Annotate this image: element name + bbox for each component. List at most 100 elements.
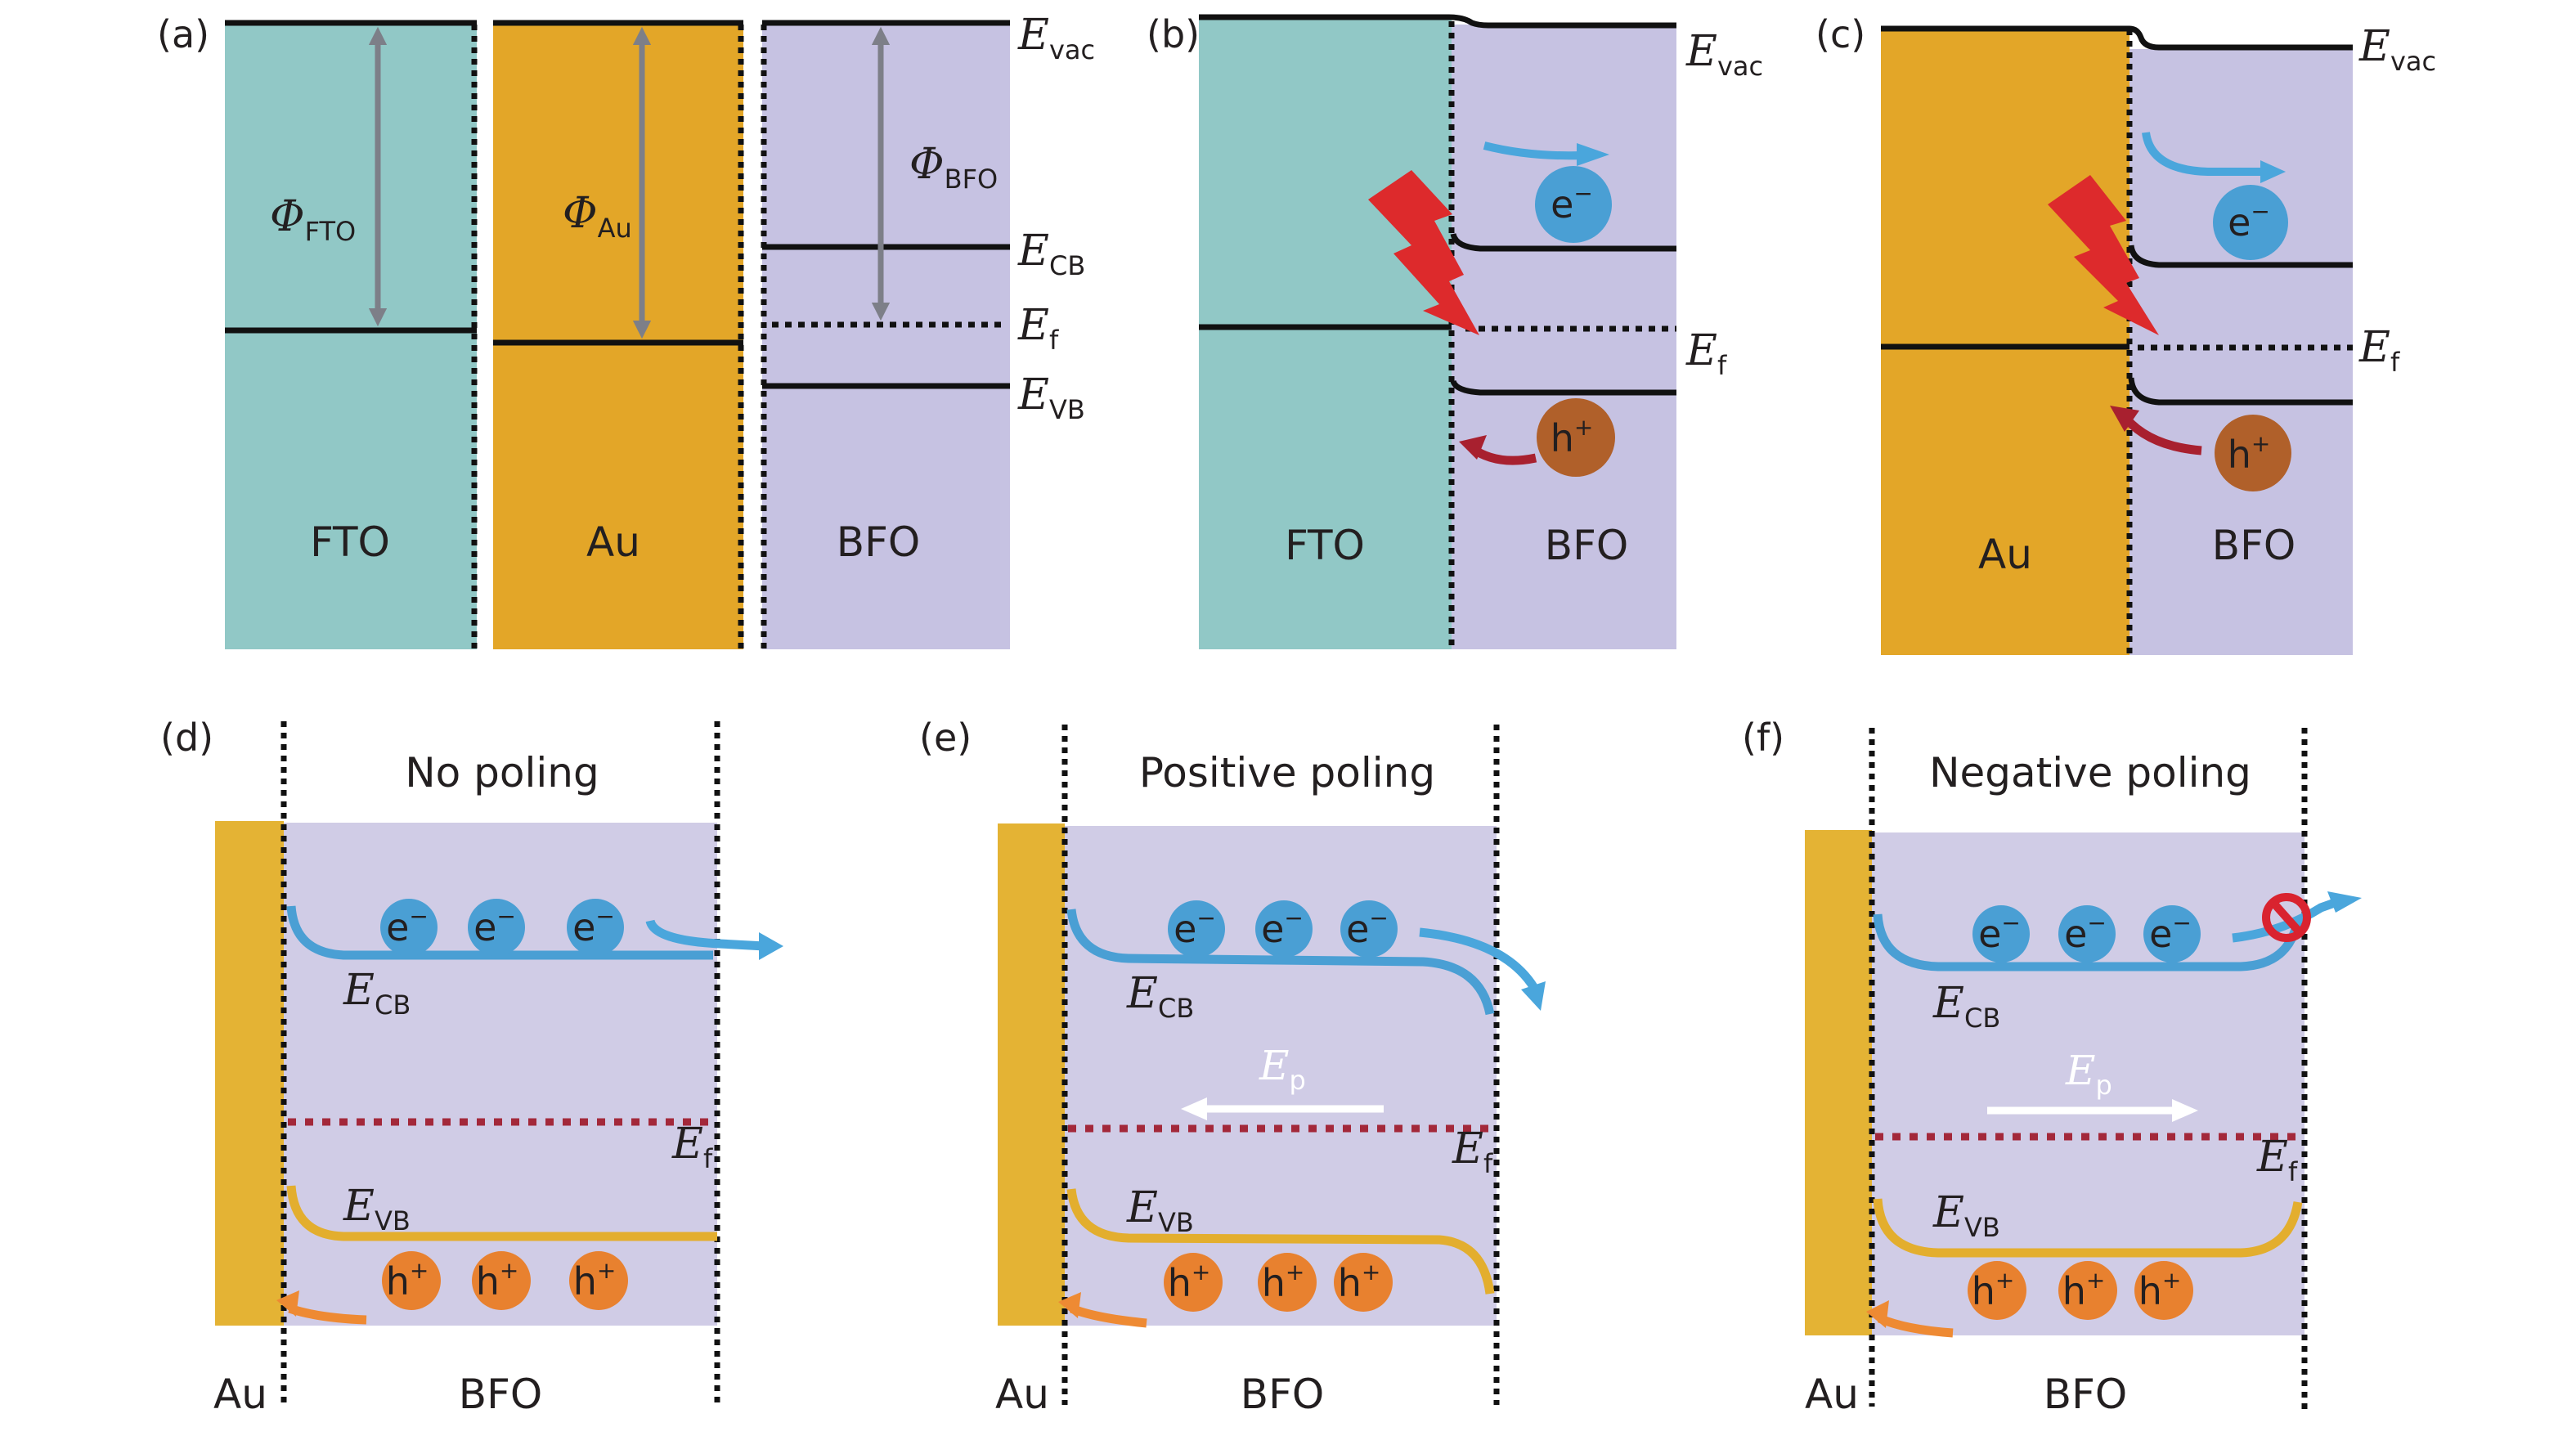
bfo-label: BFO (459, 1371, 542, 1418)
fto-block (1199, 16, 1452, 649)
hole-symbol: h+ (1168, 1259, 1211, 1305)
holes: h+ h+ h+ (1164, 1253, 1393, 1312)
level-label-f: Ef (2358, 323, 2400, 378)
electron-symbol: e− (572, 903, 615, 949)
bfo-block (2129, 49, 2353, 655)
panel-title: Negative poling (1929, 749, 2251, 797)
level-label-vb: EVB (343, 1182, 411, 1236)
polarization-field-label: Ep (2065, 1047, 2112, 1101)
electron (1168, 900, 1225, 958)
electron-exit-arrowhead (1521, 981, 1546, 1011)
hole-symbol: h+ (1551, 414, 1594, 460)
hole (472, 1251, 531, 1310)
lightning-icon (2048, 175, 2159, 335)
electron-exit-arrowhead (759, 932, 783, 960)
level-label-cb: ECB (343, 966, 411, 1021)
valence-band-curve (286, 1185, 717, 1241)
hole-symbol: h+ (1262, 1259, 1305, 1305)
panel-label: (b) (1147, 12, 1200, 56)
electron (1340, 900, 1398, 958)
level-label-f: Ef (1685, 326, 1727, 381)
electron-exit-arrow (1419, 927, 1538, 991)
au-electrode (215, 821, 284, 1326)
au-label: Au (1805, 1371, 1859, 1418)
panel-d: (d) No poling e− e− e− h+ h+ h+ ECB (160, 716, 783, 1418)
bfo-block (1452, 25, 1676, 649)
au-block (493, 21, 743, 649)
au-label: Au (1978, 531, 2032, 578)
panel-b: (b) e− h+ FTO BFO Evac Ef (1147, 12, 1763, 649)
fto-block (225, 21, 477, 649)
electron-exit-arrow (645, 919, 765, 951)
fto-label: FTO (1285, 522, 1365, 569)
electrons: e− e− e− (1168, 900, 1398, 958)
panel-a: (a) ΦFTO FTO ΦAu Au ΦBFO BFO Evac ECB Ef… (157, 11, 1095, 649)
electron-transfer-arrow (1483, 141, 1583, 160)
hole-symbol: h+ (2062, 1267, 2106, 1313)
au-label: Au (995, 1371, 1049, 1418)
au-electrode (1805, 830, 1872, 1335)
panel-label: (d) (160, 716, 213, 760)
electron-symbol: e− (1261, 904, 1304, 951)
bfo-label: BFO (837, 518, 920, 566)
valence-band-curve (1873, 1198, 2303, 1258)
hole-symbol: h+ (2228, 430, 2271, 477)
level-label-vac: Evac (2358, 22, 2436, 77)
hole (382, 1251, 441, 1310)
panel-title: No poling (405, 749, 599, 797)
electron (1255, 900, 1313, 958)
level-label-vb: EVB (1126, 1183, 1194, 1238)
electron-symbol: e− (386, 903, 429, 949)
hole (2134, 1261, 2193, 1320)
hole-symbol: h+ (476, 1257, 519, 1304)
polarization-field-arrowhead (2172, 1099, 2198, 1122)
fto-work-function-label: ΦFTO (270, 192, 356, 247)
level-label-f: Ef (2256, 1133, 2298, 1187)
level-label-vac: Evac (1685, 27, 1763, 82)
level-label-vb: EVB (1932, 1188, 2000, 1243)
conduction-band-curve (286, 905, 713, 960)
electron-transfer-arrowhead (1577, 143, 1609, 166)
au-block (1881, 28, 2129, 655)
panel-title: Positive poling (1139, 749, 1435, 797)
electrons: e− e− e− (380, 899, 624, 956)
lightning-icon (1368, 170, 1479, 335)
level-label-vac: Evac (1017, 11, 1095, 65)
au-label: Au (586, 518, 640, 566)
electron (1972, 905, 2030, 963)
bfo-label: BFO (1241, 1371, 1324, 1418)
hole (1334, 1253, 1393, 1312)
blocked-icon (2262, 893, 2311, 942)
electron-symbol: e− (1346, 904, 1389, 951)
bfo-label: BFO (2212, 522, 2296, 569)
au-label: Au (213, 1371, 267, 1418)
electron (567, 899, 624, 956)
polarization-field-label: Ep (1259, 1042, 1306, 1096)
bfo-valence-band (2128, 377, 2353, 406)
valence-band-curve (1066, 1188, 1495, 1295)
level-label-cb: ECB (1126, 969, 1194, 1024)
electron (380, 899, 438, 956)
electron (1535, 166, 1612, 243)
hole (569, 1251, 628, 1310)
hole (2058, 1261, 2117, 1320)
electron-symbol: e− (473, 903, 516, 949)
hole-symbol: h+ (2138, 1267, 2182, 1313)
hole-symbol: h+ (573, 1257, 617, 1304)
hole-symbol: h+ (1338, 1259, 1381, 1305)
hole-transfer-arrowhead (1058, 1292, 1081, 1318)
fto-label: FTO (310, 518, 390, 566)
hole (1968, 1261, 2026, 1320)
electron-symbol: e− (2064, 909, 2107, 956)
level-label-f: Ef (1452, 1124, 1493, 1179)
bfo-label: BFO (2044, 1371, 2127, 1418)
electron (2143, 905, 2201, 963)
holes: h+ h+ h+ (382, 1251, 628, 1310)
hole-symbol: h+ (1972, 1267, 2015, 1313)
electron (2213, 185, 2288, 260)
panel-label: (a) (157, 12, 209, 56)
level-label-cb: ECB (1017, 227, 1085, 281)
electron-transfer-arrow (2142, 132, 2265, 176)
electron-symbol: e− (1174, 904, 1216, 951)
